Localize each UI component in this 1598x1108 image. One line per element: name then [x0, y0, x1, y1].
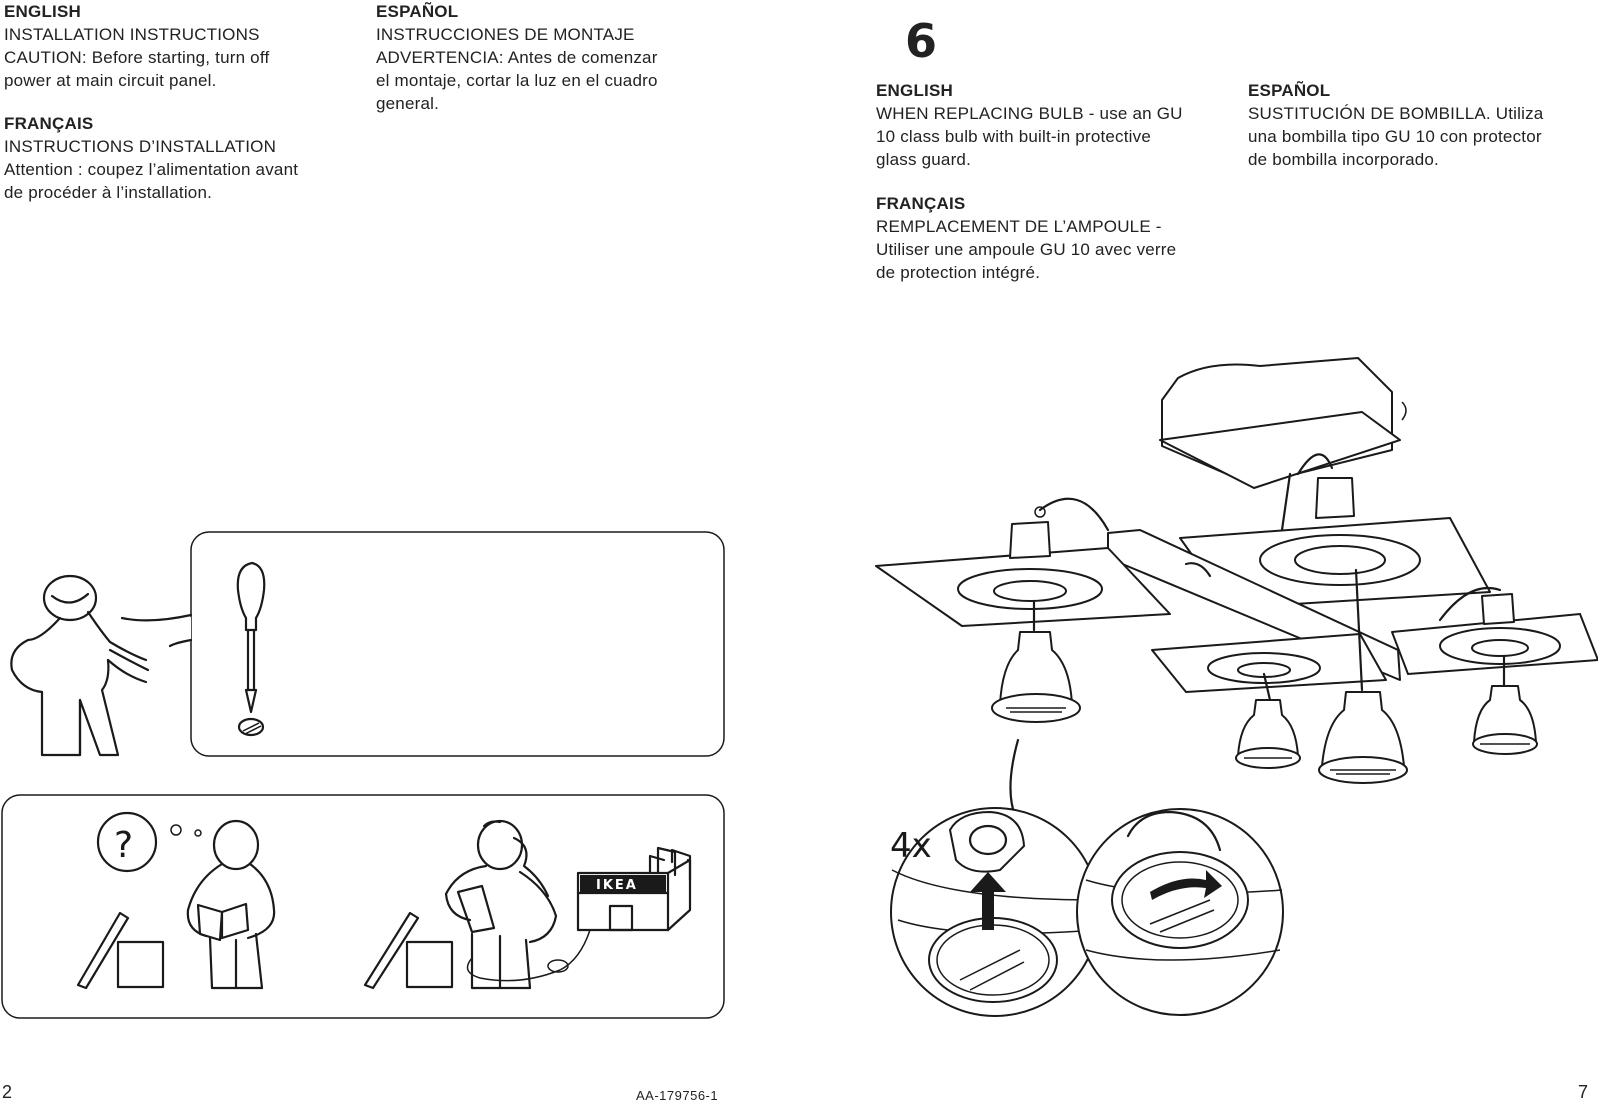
french-heading: FRANÇAIS — [876, 194, 966, 213]
spanish-heading: ESPAÑOL — [376, 2, 459, 21]
rotate-arrow-icon — [1150, 870, 1222, 900]
question-mark-icon: ? — [96, 811, 202, 873]
spanish-installation-text: ESPAÑOL INSTRUCCIONES DE MONTAJE ADVERTE… — [376, 0, 726, 115]
help-panel-frame — [1, 794, 725, 1019]
arrow-up-icon — [970, 872, 1006, 930]
french-body: INSTRUCTIONS D’INSTALLATION Attention : … — [4, 137, 299, 202]
bulb-twist-detail — [1076, 808, 1284, 1016]
english-heading: ENGLISH — [876, 81, 953, 100]
phone-icon — [512, 836, 550, 898]
light-fixture-icon — [875, 357, 1598, 702]
speech-bubble-tail — [120, 613, 193, 648]
english-body: INSTALLATION INSTRUCTIONS CAUTION: Befor… — [4, 25, 270, 90]
help-panel: ? — [1, 794, 725, 1019]
bulb-icon — [991, 631, 1081, 723]
store-sign: IKEA — [596, 878, 638, 893]
tools-needed-panel — [10, 531, 725, 757]
spanish-bulb-text: ESPAÑOL SUSTITUCIÓN DE BOMBILLA. Utiliza… — [1248, 79, 1598, 171]
english-heading: ENGLISH — [4, 2, 81, 21]
bulb-icon — [1318, 691, 1408, 784]
french-body: REMPLACEMENT DE L’AMPOULE - Utiliser une… — [876, 217, 1177, 282]
ikea-store-icon: IKEA — [576, 846, 692, 932]
quantity-label: 4x — [890, 826, 932, 866]
callout-line — [1009, 738, 1020, 820]
french-bulb-text: FRANÇAIS REMPLACEMENT DE L’AMPOULE - Uti… — [876, 192, 1236, 284]
french-heading: FRANÇAIS — [4, 114, 94, 133]
bulb-insert-detail — [890, 807, 1100, 1017]
english-bulb-text: ENGLISH WHEN REPLACING BULB - use an GU … — [876, 79, 1231, 171]
step-number: 6 — [905, 14, 938, 68]
box-icon — [76, 911, 165, 990]
bulb-icon — [1235, 699, 1301, 769]
screwdriver-icon — [236, 561, 266, 714]
person-reading-icon — [186, 819, 276, 990]
svg-text:?: ? — [114, 825, 133, 866]
box-icon — [363, 911, 454, 990]
speech-bubble-frame — [190, 531, 725, 757]
english-body: WHEN REPLACING BULB - use an GU 10 class… — [876, 104, 1183, 169]
document-code: AA-179756-1 — [636, 1088, 719, 1103]
person-phoning-icon — [444, 819, 591, 990]
person-figure-icon — [10, 574, 150, 757]
page-number-right: 7 — [1578, 1082, 1589, 1102]
french-installation-text: FRANÇAIS INSTRUCTIONS D’INSTALLATION Att… — [4, 112, 359, 204]
bulb-icon — [1472, 685, 1538, 755]
spanish-body: SUSTITUCIÓN DE BOMBILLA. Utiliza una bom… — [1248, 104, 1544, 169]
spanish-body: INSTRUCCIONES DE MONTAJE ADVERTENCIA: An… — [376, 25, 658, 113]
screw-head-icon — [237, 717, 265, 737]
english-installation-text: ENGLISH INSTALLATION INSTRUCTIONS CAUTIO… — [4, 0, 354, 92]
page-number-left: 2 — [2, 1082, 13, 1102]
spanish-heading: ESPAÑOL — [1248, 81, 1331, 100]
